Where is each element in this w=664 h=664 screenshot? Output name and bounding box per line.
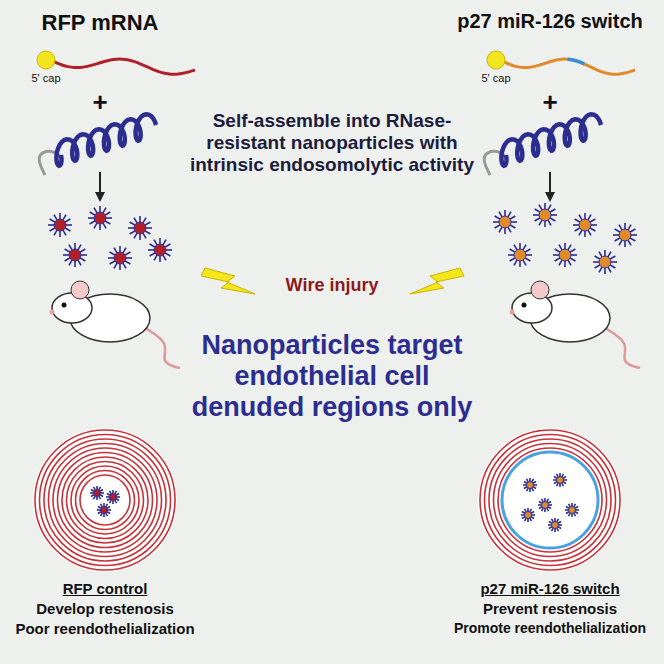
text-label: Promote reendothelialization [454,620,646,636]
nanoparticle [106,490,120,504]
cap-dot [37,51,55,69]
nanoparticle [128,216,152,240]
nanoparticle [593,250,617,274]
lightning-bolt [201,268,255,294]
nanoparticle [48,213,72,237]
nanoparticle [538,498,552,512]
nanoparticle [521,508,535,522]
nanoparticle [613,223,637,247]
text-label: Poor reendothelialization [15,620,194,637]
nanoparticle [508,243,532,267]
text-label: Wire injury [286,275,379,296]
nanoparticle [63,243,87,267]
text-label: + [92,88,107,118]
headline: Nanoparticles target endothelial cell de… [182,330,482,423]
nanoparticle [90,486,104,500]
nanoparticle [533,203,557,227]
process-note: Self-assemble into RNase-resistant nanop… [187,110,477,176]
nanoparticle [493,210,517,234]
mouse [50,281,181,368]
peptide-helix [501,114,601,166]
text-label: + [542,88,557,118]
nanoparticle [148,238,172,262]
nanoparticle [553,243,577,267]
lightning-bolt [410,268,464,294]
nanoparticle [97,503,111,517]
nanoparticle [553,473,567,487]
cap-dot [487,51,505,69]
nanoparticle [573,213,597,237]
text-label: p27 miR-126 switch [480,580,619,597]
vessel-cross-section [33,428,177,572]
nanoparticle [548,518,562,532]
text-label: p27 miR-126 switch [457,10,643,33]
text-label: Develop restenosis [36,600,174,617]
mouse [510,281,641,368]
mrna-strand [500,59,635,74]
text-label: 5' cap [31,72,60,85]
vessel-cross-section [478,428,622,572]
nanoparticle [88,206,112,230]
mir-126-site [568,59,585,64]
mrna-strand [50,59,195,74]
text-label: RFP control [63,580,148,597]
assembly-arrow [99,172,101,200]
peptide-helix [56,114,156,166]
text-label: 5' cap [481,72,510,85]
text-label: Prevent restenosis [483,600,617,617]
text-label: RFP mRNA [42,10,159,35]
nanoparticle [108,246,132,270]
assembly-arrow [549,172,551,200]
nanoparticle [565,503,579,517]
nanoparticle [523,478,537,492]
